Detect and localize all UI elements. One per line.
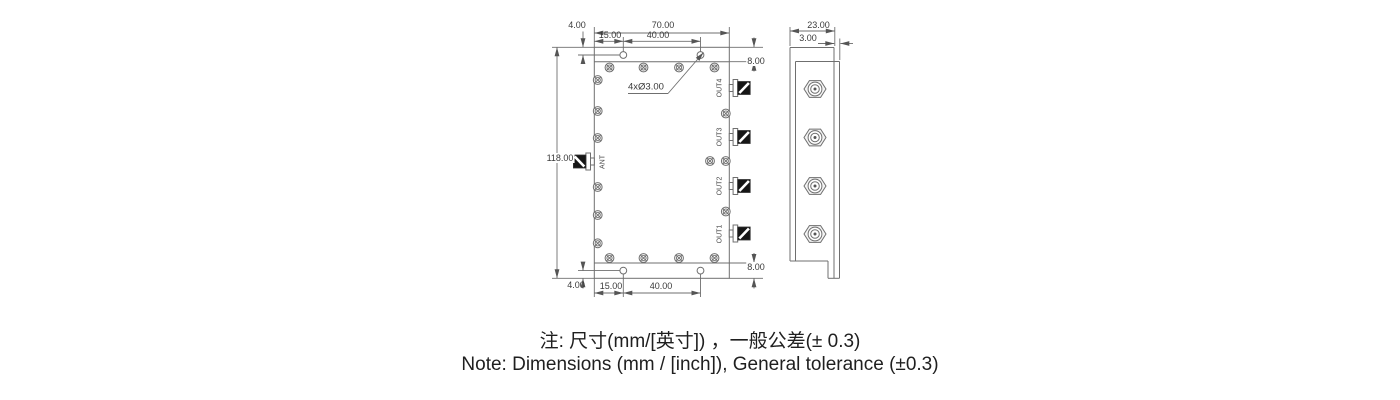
dim-flange-top-label: 8.00 bbox=[746, 55, 766, 66]
note-line-en: Note: Dimensions (mm / [inch]), General … bbox=[461, 354, 939, 375]
dim-bottom-offset-label: 4.00 bbox=[567, 279, 585, 290]
out2-connector bbox=[727, 176, 752, 196]
dim-depth-label: 23.00 bbox=[807, 19, 830, 30]
out1-connector bbox=[727, 223, 752, 244]
out1-port-label: OUT1 bbox=[716, 224, 723, 243]
dim-width-label: 70.00 bbox=[651, 20, 675, 30]
out3-connector bbox=[727, 127, 752, 147]
out3-port-label: OUT3 bbox=[716, 127, 723, 147]
out4-connector bbox=[727, 78, 752, 98]
dim-step-label: 3.00 bbox=[799, 33, 817, 43]
dim-hole-spacing-top-label: 40.00 bbox=[646, 29, 670, 40]
dim-flange-bottom-label: 8.00 bbox=[746, 262, 766, 272]
sma-connector-side bbox=[803, 225, 827, 243]
mounting-hole bbox=[619, 266, 628, 275]
dim-top-offset-label: 4.00 bbox=[568, 19, 586, 30]
dim-hole-spacing-bottom-label: 40.00 bbox=[649, 281, 673, 291]
note-line-zh: 注: 尺寸(mm/[英寸]) ，一般公差(± 0.3) bbox=[539, 331, 861, 352]
out4-port-label: OUT4 bbox=[716, 78, 723, 98]
sma-connector-side bbox=[803, 128, 827, 147]
dim-hole-inset-top-label: 15.00 bbox=[598, 29, 622, 40]
out2-port-label: OUT2 bbox=[716, 176, 723, 196]
hole-callout-label: 4xØ3.00 bbox=[628, 81, 664, 93]
connectors-side bbox=[803, 80, 827, 243]
cover-screws bbox=[592, 62, 731, 263]
side-dimension-lines bbox=[789, 27, 853, 60]
mounting-hole bbox=[619, 51, 628, 59]
dim-height-label: 118.00 bbox=[545, 153, 575, 163]
mounting-hole bbox=[696, 266, 705, 275]
side-view bbox=[789, 47, 840, 279]
sma-connector-side bbox=[803, 80, 827, 98]
ant-connector bbox=[572, 151, 596, 172]
sma-connector-side bbox=[803, 177, 827, 195]
front-dimension-lines bbox=[552, 27, 763, 297]
dim-hole-inset-bottom-label: 15.00 bbox=[599, 281, 623, 291]
notes-block: 注: 尺寸(mm/[英寸]) ，一般公差(± 0.3) Note: Dimens… bbox=[0, 330, 1400, 376]
ant-port-label: ANT bbox=[599, 154, 606, 169]
